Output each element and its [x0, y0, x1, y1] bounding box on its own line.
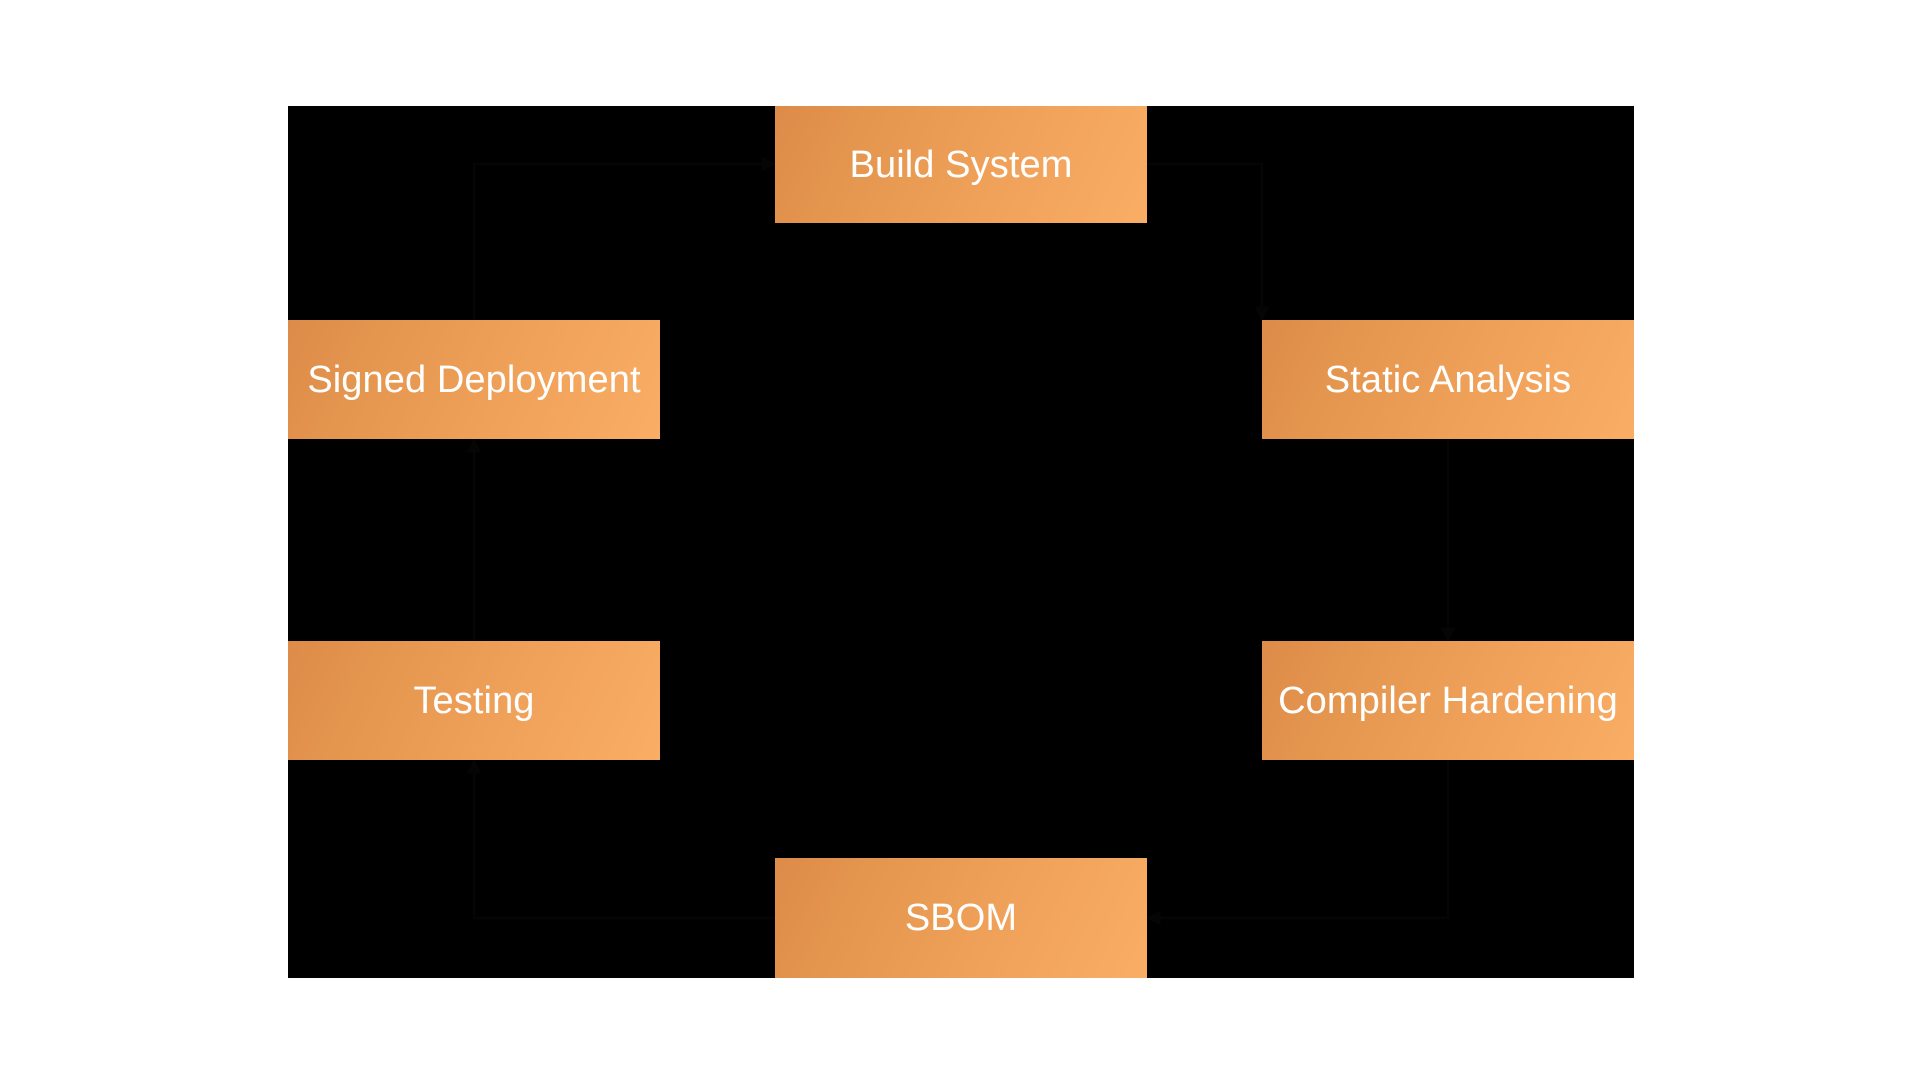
edge-sbom-to-testing	[466, 758, 775, 920]
node-signed-deployment-label: Signed Deployment	[307, 358, 641, 401]
node-compiler-hardening[interactable]: Compiler Hardening	[1262, 641, 1634, 760]
edge-signed-deployment-to-build-system	[472, 156, 777, 320]
node-testing[interactable]: Testing	[288, 641, 660, 760]
node-static-analysis[interactable]: Static Analysis	[1262, 320, 1634, 439]
node-sbom-label: SBOM	[904, 897, 1018, 939]
connector-layer	[466, 156, 1456, 926]
node-build-system-label: Build System	[849, 143, 1073, 186]
node-testing-label: Testing	[413, 679, 535, 722]
node-compiler-hardening-label: Compiler Hardening	[1278, 679, 1618, 722]
edge-compiler-hardening-to-sbom	[1145, 760, 1450, 926]
diagram-surface: Build System Signed Deployment Static An…	[288, 106, 1634, 978]
node-sbom[interactable]: SBOM	[775, 858, 1147, 978]
node-static-analysis-label: Static Analysis	[1324, 358, 1572, 401]
node-signed-deployment[interactable]: Signed Deployment	[288, 320, 660, 439]
edge-build-system-to-static-analysis	[1147, 162, 1270, 322]
node-build-system[interactable]: Build System	[775, 106, 1147, 223]
